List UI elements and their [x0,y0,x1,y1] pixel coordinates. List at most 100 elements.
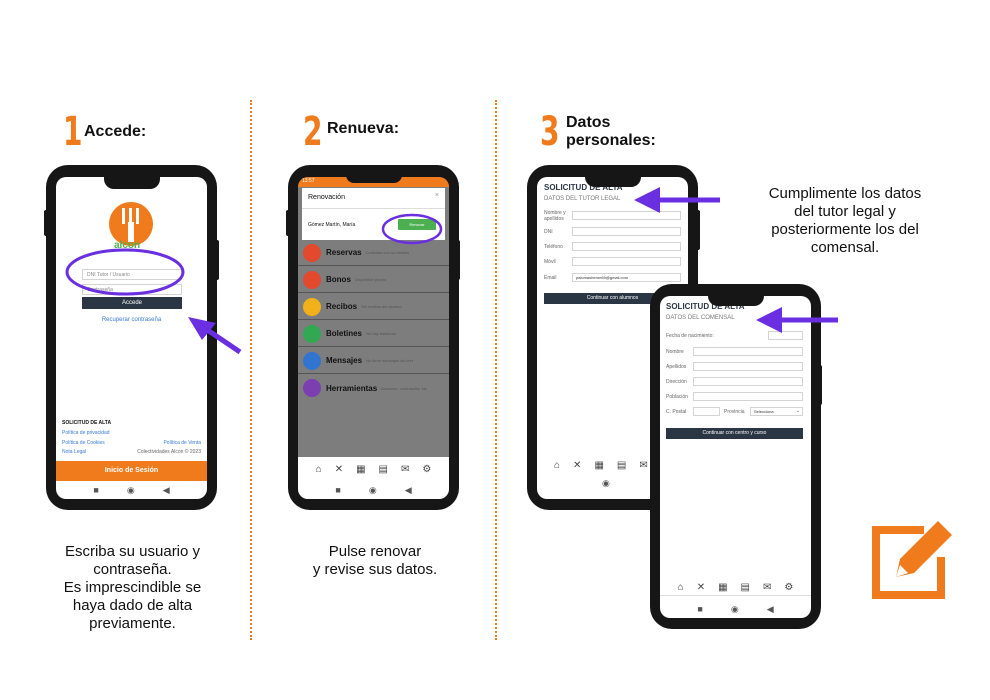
step-title: Accede: [84,123,147,140]
home-circle-icon[interactable]: ◉ [126,484,135,495]
guardian-mobile-field[interactable] [572,257,681,266]
app-tab-bar: ⌂ ✕ ▦ ▤ ✉ [537,460,688,471]
highlight-annotation [65,248,242,355]
diner-name-field[interactable] [693,347,803,356]
phone-3a: SOLICITUD DE ALTA DATOS DEL TUTOR LEGAL … [527,165,698,510]
copyright-text: Colectividades Alcon © 2023 [137,449,201,455]
mail-icon[interactable]: ✉ [400,464,410,475]
postal-code-field[interactable] [693,407,720,416]
session-button[interactable]: Inicio de Sesión [56,461,207,481]
form-subheading: DATOS DEL COMENSAL [666,315,735,321]
bulletin-icon [303,324,321,343]
mail-icon [303,351,321,370]
phone-side-button [215,240,219,280]
home-circle-icon[interactable]: ◉ [602,478,610,488]
mail-icon[interactable]: ✉ [639,460,648,471]
divider [250,100,252,640]
login-button[interactable]: Accede [82,297,182,309]
mail-icon[interactable]: ✉ [762,582,772,593]
home-circle-icon[interactable]: ◉ [368,484,377,495]
recent-apps-icon[interactable]: ■ [697,604,703,614]
signup-heading[interactable]: SOLICITUD DE ALTA [62,420,112,426]
birthdate-field[interactable] [768,331,803,340]
phone-3b-screen: SOLICITUD DE ALTA DATOS DEL COMENSAL Fec… [660,296,811,618]
step-number: 1 [63,109,83,155]
step-number: 2 [303,109,323,155]
form-heading: SOLICITUD DE ALTA [544,183,623,192]
tools-icon[interactable]: ✕ [696,582,706,593]
home-icon[interactable]: ⌂ [554,460,561,471]
cookies-link[interactable]: Política de Cookies [62,440,105,446]
divider [495,100,497,640]
tools-icon[interactable]: ✕ [334,464,344,475]
guardian-email-field[interactable]: palomasheron69@gmail.com [572,273,681,282]
phone-notch [708,294,764,306]
pointer-arrow [756,307,838,333]
phone-3b: SOLICITUD DE ALTA DATOS DEL COMENSAL Fec… [650,284,821,629]
recover-password-link[interactable]: Recuperar contraseña [101,317,162,323]
phone-notch [104,175,160,189]
guardian-phone-field[interactable] [572,242,681,251]
phone-2: 13:57 Renovación × Gómez Martín, María R… [288,165,459,510]
diner-surname-field[interactable] [693,362,803,371]
renew-button[interactable]: Renovar [398,219,436,230]
legal-link[interactable]: Nota Legal [62,449,87,455]
android-nav-bar: ■ ◉ ◀ [660,600,811,618]
back-icon[interactable]: ◀ [404,484,412,495]
document-icon[interactable]: ▤ [378,464,388,475]
phone-1: alcon DNI Tutor / Usuario Contraseña Acc… [46,165,217,510]
renewal-modal: Renovación × Gómez Martín, María Renovar [302,188,445,240]
sales-link[interactable]: Política de Venta [163,440,201,446]
recent-apps-icon[interactable]: ■ [93,485,99,495]
app-tab-bar: ⌂ ✕ ▦ ▤ ✉ ⚙ [660,582,811,593]
phone-1-screen: alcon DNI Tutor / Usuario Contraseña Acc… [56,177,207,499]
privacy-link[interactable]: Política de privacidad [62,430,110,436]
app-tab-bar: ⌂ ✕ ▦ ▤ ✉ ⚙ [298,464,449,475]
step-number: 3 [540,109,560,155]
phone-2-screen: 13:57 Renovación × Gómez Martín, María R… [298,177,449,499]
gear-icon[interactable]: ⚙ [422,464,432,475]
step-title: Renueva: [327,120,400,137]
edit-pencil-icon [872,521,952,599]
receipt-icon [303,297,321,316]
highlight-annotation [381,213,443,245]
guardian-name-field[interactable] [572,211,681,220]
address-field[interactable] [693,377,803,386]
continue-center-button[interactable]: Continuar con centro y curso [666,428,803,439]
form-subheading: DATOS DEL TUTOR LEGAL [544,196,621,202]
logo-wordmark: alcon [114,240,141,251]
calendar-icon[interactable]: ▦ [356,464,366,475]
form-heading: SOLICITUD DE ALTA [666,302,745,311]
modal-title: Renovación [308,194,345,201]
cart-icon [303,270,321,289]
province-select[interactable]: Selecciona ⌄ [750,407,803,416]
calendar-icon[interactable]: ▦ [718,582,728,593]
phone-side-button [696,210,700,250]
home-circle-icon[interactable]: ◉ [730,603,739,614]
gear-icon[interactable]: ⚙ [784,582,794,593]
calendar-icon [303,243,321,262]
phone-notch [346,175,402,183]
document-icon[interactable]: ▤ [616,460,627,471]
close-icon[interactable]: × [434,192,439,199]
city-field[interactable] [693,392,803,401]
document-icon[interactable]: ▤ [740,582,750,593]
continue-students-button[interactable]: Continuar con alumnos [544,293,681,304]
recent-apps-icon[interactable]: ■ [335,485,341,495]
back-icon[interactable]: ◀ [766,603,774,614]
home-icon[interactable]: ⌂ [677,582,684,593]
back-icon[interactable]: ◀ [162,484,170,495]
guardian-dni-field[interactable] [572,227,681,236]
home-icon[interactable]: ⌂ [315,464,322,475]
tools-icon[interactable]: ✕ [573,460,582,471]
calendar-icon[interactable]: ▦ [594,460,604,471]
